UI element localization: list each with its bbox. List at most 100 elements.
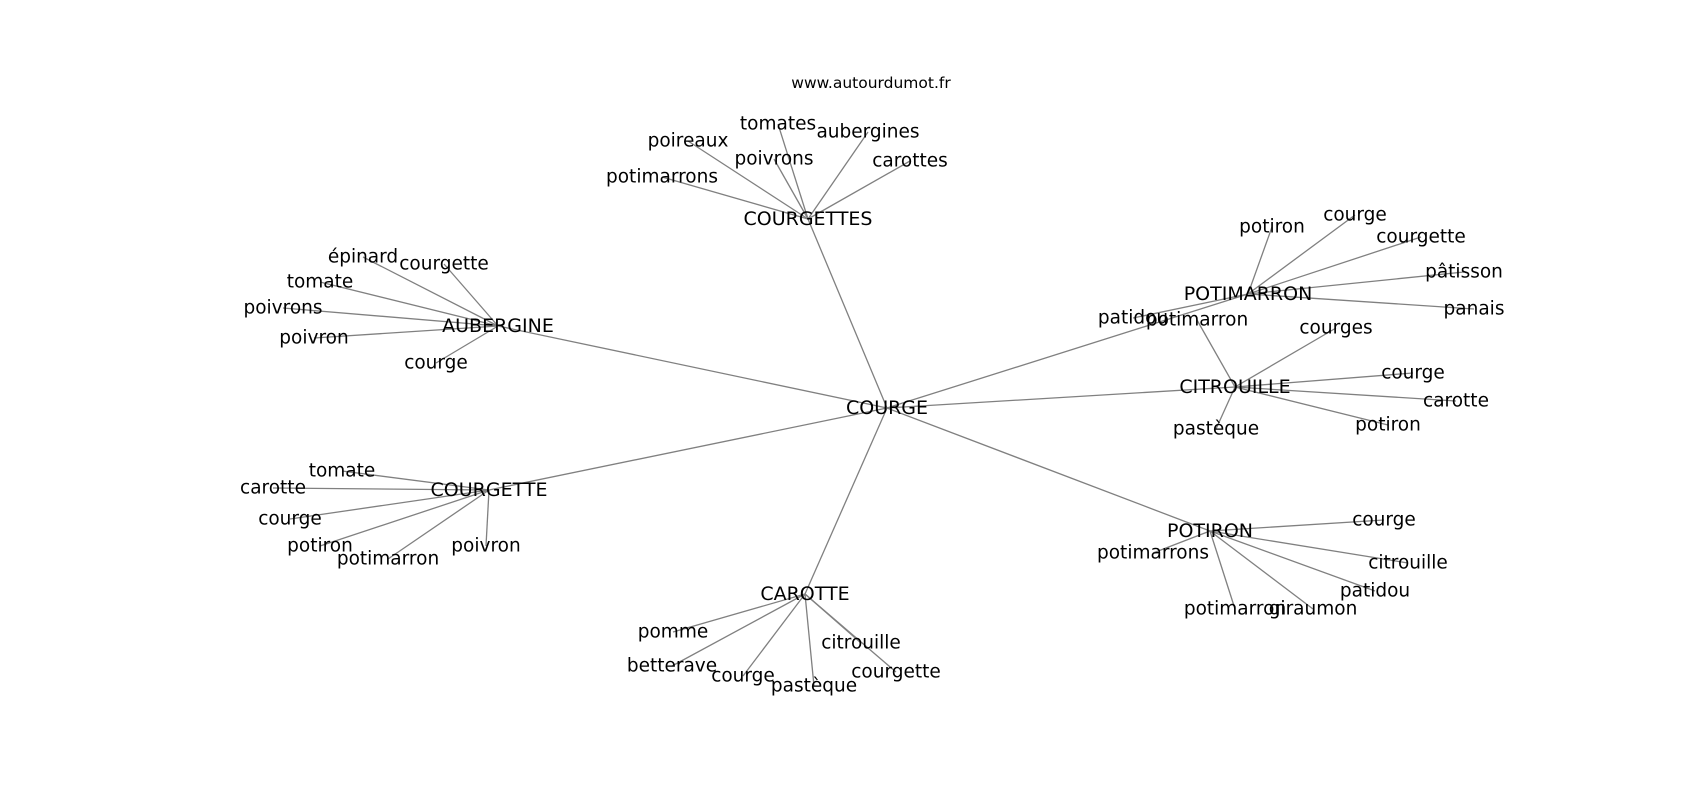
word-node-label: potimarron <box>1184 599 1286 620</box>
edge-hub-to-word <box>1209 530 1409 564</box>
edge-hub-to-word <box>272 487 490 491</box>
word-node-label: betterave <box>627 656 717 677</box>
word-node-label: poireaux <box>648 131 729 152</box>
word-node-label: courge <box>711 666 775 687</box>
edge-hub-to-word <box>1215 386 1236 430</box>
word-node-label: tomate <box>287 272 354 293</box>
edge-hub-to-word <box>807 131 869 220</box>
word-node-label: courgette <box>851 662 941 683</box>
edge-hub-to-word <box>1152 530 1211 554</box>
word-node-label: potiron <box>1355 415 1421 436</box>
word-node-label: tomates <box>740 114 816 135</box>
hub-node-label: POTIRON <box>1167 520 1253 542</box>
word-node-label: potimarrons <box>606 167 718 188</box>
hub-node-label: COURGETTE <box>431 479 548 501</box>
word-node-label: potimarron <box>1146 310 1248 331</box>
edge-hub-to-word <box>282 307 499 327</box>
edge-root-to-hub <box>497 325 888 409</box>
edge-hub-to-word <box>1132 293 1249 319</box>
edge-hub-to-word <box>319 281 499 327</box>
word-node-label: poivrons <box>734 149 813 170</box>
word-node-label: citrouille <box>821 633 901 654</box>
word-node-label: potiron <box>287 536 353 557</box>
edge-hub-to-word <box>435 325 499 364</box>
edge-hub-to-word <box>671 593 806 667</box>
word-node-label: potiron <box>1239 217 1305 238</box>
word-node-label: giraumon <box>1269 599 1358 620</box>
word-node-label: poivron <box>451 536 520 557</box>
hub-node-label: CITROUILLE <box>1179 376 1290 398</box>
edge-hub-to-word <box>485 489 490 547</box>
edge-root-to-hub <box>886 386 1236 409</box>
hub-node-label: CAROTTE <box>760 583 849 605</box>
edge-root-to-hub <box>886 407 1211 532</box>
edge-root-to-hub <box>886 293 1249 409</box>
word-node-label: panais <box>1444 299 1505 320</box>
word-node-label: carotte <box>1423 391 1489 412</box>
root-node-label: COURGE <box>846 397 928 419</box>
word-node-label: poivrons <box>243 298 322 319</box>
edge-hub-to-word <box>313 325 499 339</box>
edge-hub-to-word <box>661 176 809 220</box>
edge-hub-to-word <box>1247 236 1422 295</box>
word-node-label: épinard <box>328 247 398 268</box>
word-node-label: carottes <box>872 151 948 172</box>
edge-hub-to-word <box>773 158 809 220</box>
source-url: www.autourdumot.fr <box>791 74 951 92</box>
word-node-label: patidou <box>1340 581 1410 602</box>
edge-hub-to-word <box>1247 226 1273 295</box>
edge-root-to-hub <box>488 407 888 491</box>
word-node-label: potimarron <box>337 549 439 570</box>
edge-hub-to-word <box>742 593 806 677</box>
word-node-label: tomate <box>309 461 376 482</box>
word-node-label: courge <box>1352 510 1416 531</box>
word-node-label: carotte <box>240 478 306 499</box>
edge-hub-to-word <box>687 140 809 220</box>
edge-hub-to-word <box>387 489 490 560</box>
word-node-label: courge <box>1323 205 1387 226</box>
edge-hub-to-word <box>362 256 499 327</box>
edge-hub-to-word <box>289 489 490 520</box>
edge-hub-to-word <box>1247 293 1475 310</box>
edge-hub-to-word <box>807 160 911 220</box>
edge-hub-to-word <box>1234 386 1389 426</box>
edges <box>272 123 1475 687</box>
edge-hub-to-word <box>1247 214 1356 295</box>
edge-hub-to-word <box>1234 327 1337 388</box>
edge-hub-to-word <box>1247 271 1465 295</box>
edge-hub-to-word <box>1234 386 1457 402</box>
edge-hub-to-word <box>672 593 806 633</box>
word-node-label: poivron <box>279 328 348 349</box>
word-node-label: courge <box>1381 363 1445 384</box>
word-node-label: patidou <box>1098 308 1168 329</box>
word-node-label: courgette <box>399 254 489 275</box>
edge-hub-to-word <box>777 123 809 220</box>
edge-hub-to-word <box>341 470 490 491</box>
hub-node-label: POTIMARRON <box>1184 283 1313 305</box>
edge-hub-to-word <box>1209 530 1236 610</box>
word-node-label: courges <box>1299 318 1372 339</box>
word-node-label: courgette <box>1376 227 1466 248</box>
word-node-label: pomme <box>638 622 709 643</box>
edge-root-to-hub <box>804 407 888 595</box>
edge-hub-to-word <box>1209 530 1376 592</box>
edge-hub-to-word <box>804 593 897 673</box>
word-node-label: pastèque <box>771 676 857 697</box>
edge-hub-to-word <box>319 489 490 547</box>
edge-hub-to-word <box>1196 319 1236 388</box>
edge-hub-to-word <box>1209 519 1385 532</box>
hub-node-label: COURGETTES <box>743 208 872 230</box>
word-node-label: aubergines <box>816 122 919 143</box>
hub-node-label: AUBERGINE <box>442 315 554 337</box>
edge-hub-to-word <box>1209 530 1314 610</box>
word-node-label: citrouille <box>1368 553 1448 574</box>
word-node-label: courge <box>258 509 322 530</box>
word-node-label: pâtisson <box>1425 262 1503 283</box>
edge-hub-to-word <box>804 593 815 687</box>
word-node-label: pastèque <box>1173 419 1259 440</box>
edge-root-to-hub <box>807 218 888 409</box>
edge-hub-to-word <box>443 263 499 327</box>
word-node-label: potimarrons <box>1097 543 1209 564</box>
